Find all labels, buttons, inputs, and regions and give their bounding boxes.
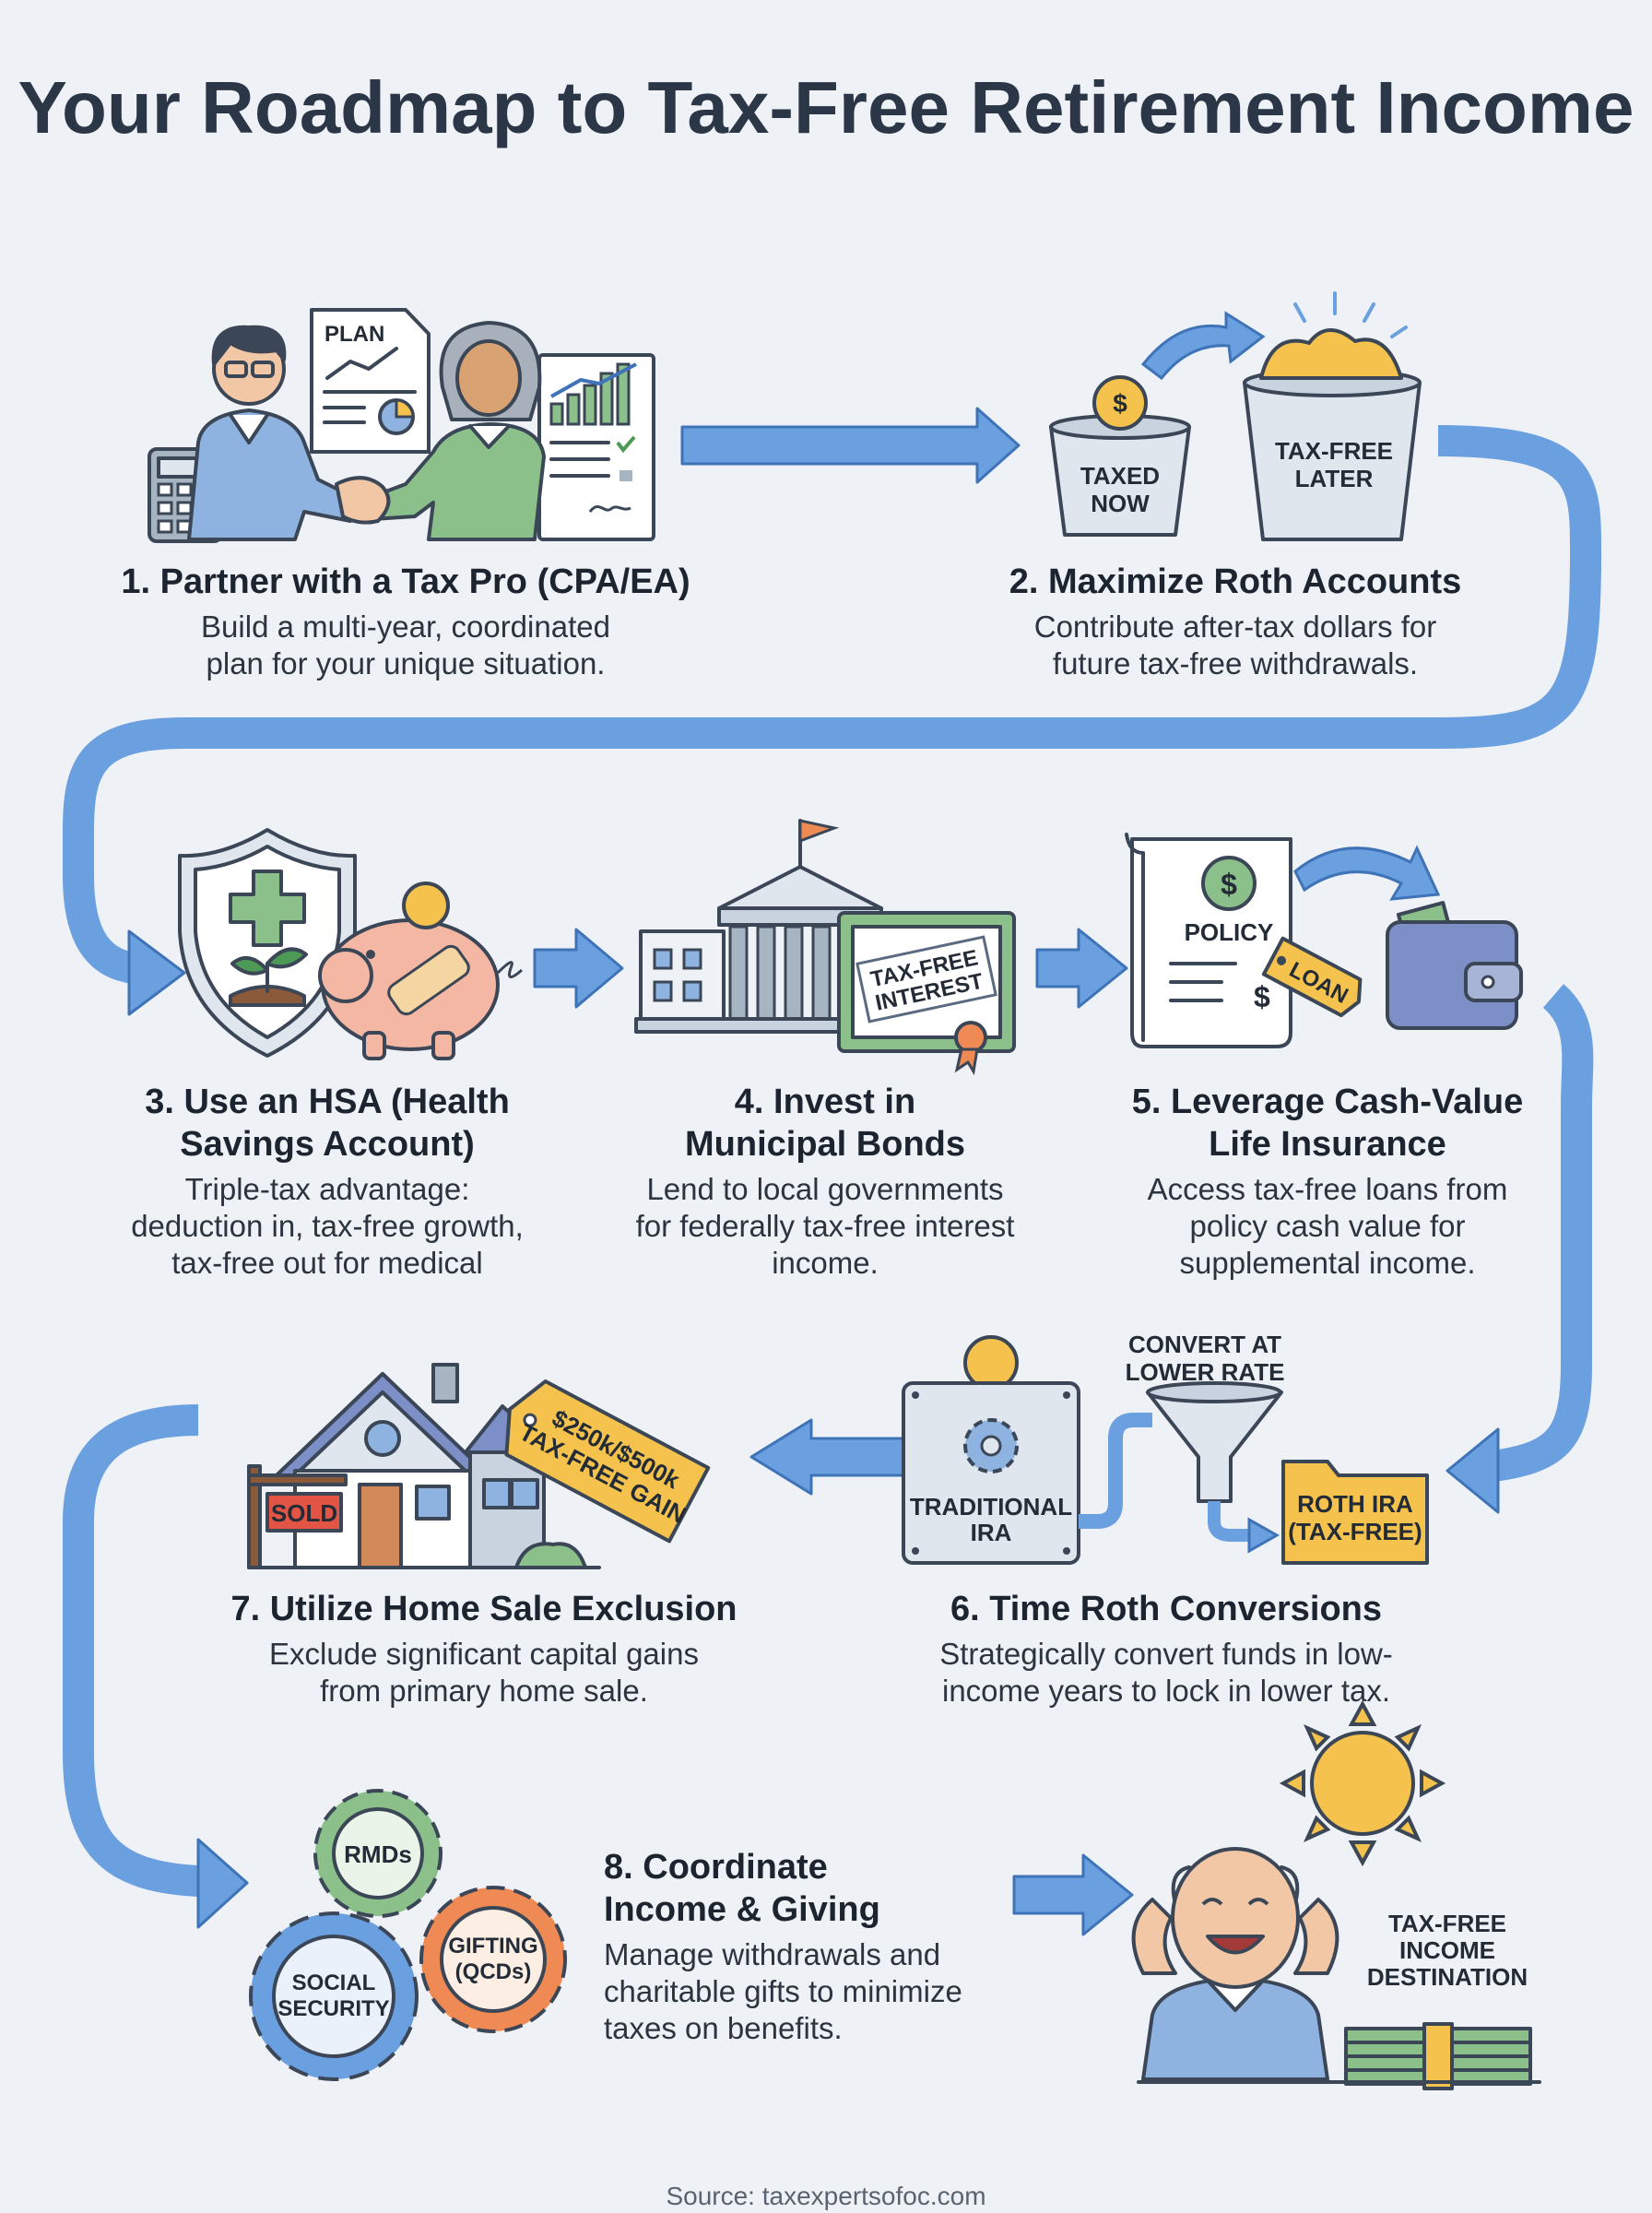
step-7-text: Exclude significant capital gains from p… <box>269 1637 699 1708</box>
piggy-bank-icon <box>318 882 523 1060</box>
arrow-2-to-3-head <box>127 929 186 1016</box>
svg-text:TAXED: TAXED <box>1080 462 1160 490</box>
tax-pro-illustration: PLAN <box>148 308 655 543</box>
tax-free-later-bucket-icon: TAX-FREE LATER <box>1243 291 1422 541</box>
step-3: 3. Use an HSA (Health Savings Account) T… <box>97 1081 558 1282</box>
policy-document-icon: $ POLICY $ <box>1125 833 1292 1048</box>
step-7: 7. Utilize Home Sale Exclusion Exclude s… <box>207 1588 761 1710</box>
arrow-1-to-2 <box>680 407 1021 484</box>
svg-text:IRA: IRA <box>971 1519 1012 1546</box>
coordination-gears-illustration: RMDs GIFTING (QCDs) SOCIAL SECURITY <box>249 1789 567 2081</box>
step-4-text: Lend to local governments for federally … <box>635 1172 1015 1280</box>
step-5-text: Access tax-free loans from policy cash v… <box>1147 1172 1508 1280</box>
svg-text:ROTH IRA: ROTH IRA <box>1297 1490 1413 1518</box>
step-3-text: Triple-tax advantage: deduction in, tax-… <box>131 1172 524 1280</box>
svg-text:(TAX-FREE): (TAX-FREE) <box>1288 1518 1422 1545</box>
step-5-heading: 5. Leverage Cash-Value Life Insurance <box>1131 1083 1524 1164</box>
coin-icon <box>1092 375 1148 431</box>
svg-text:DESTINATION: DESTINATION <box>1367 1963 1528 1991</box>
svg-text:PLAN: PLAN <box>324 322 384 347</box>
svg-text:$: $ <box>1113 389 1127 418</box>
arrow-3-to-4 <box>533 928 624 1009</box>
life-insurance-illustration: $ POLICY $ LOAN <box>1125 833 1523 1048</box>
happy-retiree-icon <box>1131 1847 1339 2081</box>
flow-arrows <box>63 407 1601 1936</box>
step-2-heading: 2. Maximize Roth Accounts <box>1009 562 1462 601</box>
arrow-7-to-8 <box>63 1404 200 1897</box>
svg-text:POLICY: POLICY <box>1185 918 1274 946</box>
medical-cross-icon <box>229 870 306 947</box>
sold-sign-icon: SOLD <box>247 1464 348 1569</box>
step-8-heading: 8. Coordinate Income & Giving <box>604 1848 880 1929</box>
step-1: 1. Partner with a Tax Pro (CPA/EA) Build… <box>88 561 724 682</box>
client-woman-icon <box>367 321 546 541</box>
roth-conversion-illustration: TRADITIONAL IRA ROTH IRA (TAX-FREE) CONV… <box>902 1331 1429 1565</box>
svg-text:LATER: LATER <box>1295 465 1374 492</box>
svg-text:TRADITIONAL: TRADITIONAL <box>910 1493 1072 1521</box>
svg-text:GIFTING: GIFTING <box>448 1934 537 1959</box>
curved-arrow <box>1140 311 1266 381</box>
social-security-gear-icon: SOCIAL SECURITY <box>249 1911 419 2081</box>
svg-text:RMDs: RMDs <box>344 1840 412 1868</box>
coin-icon <box>402 882 450 929</box>
step-8: 8. Coordinate Income & Giving Manage wit… <box>604 1846 1000 2047</box>
arrow-2-to-3 <box>63 425 1601 984</box>
arrow-6-to-7 <box>749 1418 914 1496</box>
sun-icon <box>1279 1699 1446 1867</box>
traditional-ira-box-icon: TRADITIONAL IRA <box>902 1335 1080 1565</box>
arrow-5-to-6-head <box>1446 1427 1500 1514</box>
svg-text:TAX-FREE: TAX-FREE <box>1388 1910 1506 1937</box>
svg-text:SOCIAL: SOCIAL <box>292 1970 376 1995</box>
step-1-text: Build a multi-year, coordinated plan for… <box>201 609 610 680</box>
step-3-heading: 3. Use an HSA (Health Savings Account) <box>145 1083 510 1164</box>
tax-free-interest-certificate-icon: TAX-FREE INTEREST <box>837 911 1016 1076</box>
source-credit: Source: taxexpertsofoc.com <box>666 2182 986 2210</box>
step-8-text: Manage withdrawals and charitable gifts … <box>604 1937 962 2045</box>
arrow-4-to-5 <box>1035 928 1128 1009</box>
roth-buckets-illustration: TAXED NOW $ TAX-FREE LATER <box>1049 291 1422 541</box>
home-sale-illustration: SOLD $250k/$500k TAX-FREE GAIN <box>247 1363 711 1569</box>
municipal-bonds-illustration: TAX-FREE INTEREST <box>634 819 1016 1076</box>
svg-text:(QCDs): (QCDs) <box>455 1959 532 1984</box>
step-2: 2. Maximize Roth Accounts Contribute aft… <box>977 561 1493 682</box>
step-1-heading: 1. Partner with a Tax Pro (CPA/EA) <box>121 562 690 601</box>
page-title: Your Roadmap to Tax-Free Retirement Inco… <box>18 66 1634 148</box>
svg-text:LOWER RATE: LOWER RATE <box>1126 1358 1285 1386</box>
gifting-gear-icon: GIFTING (QCDs) <box>419 1886 567 2033</box>
hsa-illustration <box>178 828 523 1060</box>
arrow-7-to-8-head <box>196 1838 249 1929</box>
step-5: 5. Leverage Cash-Value Life Insurance Ac… <box>1111 1081 1544 1282</box>
svg-text:INCOME: INCOME <box>1399 1936 1495 1964</box>
tax-pro-man-icon <box>187 325 357 541</box>
step-7-heading: 7. Utilize Home Sale Exclusion <box>230 1590 738 1628</box>
destination-illustration: TAX-FREE INCOME DESTINATION <box>1131 1699 1541 2090</box>
arrow-5-to-6 <box>1491 984 1594 1482</box>
step-2-text: Contribute after-tax dollars for future … <box>1033 609 1437 680</box>
step-6-text: Strategically convert funds in low-incom… <box>939 1637 1393 1708</box>
arrow-8-to-destination <box>1012 1853 1134 1936</box>
svg-text:NOW: NOW <box>1091 490 1150 517</box>
svg-text:$: $ <box>1254 980 1270 1013</box>
step-6: 6. Time Roth Conversions Strategically c… <box>880 1588 1452 1710</box>
step-4: 4. Invest in Municipal Bonds Lend to loc… <box>613 1081 1037 1282</box>
wallet-icon <box>1386 901 1523 1030</box>
roth-ira-folder-icon: ROTH IRA (TAX-FREE) <box>1281 1460 1429 1565</box>
funnel-icon <box>1146 1381 1283 1503</box>
svg-text:TAX-FREE: TAX-FREE <box>1275 437 1393 465</box>
svg-text:SECURITY: SECURITY <box>277 1996 389 2021</box>
svg-text:$: $ <box>1221 868 1237 901</box>
step-4-heading: 4. Invest in Municipal Bonds <box>685 1083 965 1164</box>
rmds-gear-icon: RMDs <box>313 1789 442 1918</box>
cash-stack-icon <box>1344 2022 1532 2090</box>
svg-text:SOLD: SOLD <box>271 1499 337 1527</box>
step-6-heading: 6. Time Roth Conversions <box>950 1590 1383 1628</box>
svg-text:CONVERT AT: CONVERT AT <box>1128 1331 1281 1358</box>
taxed-now-bucket-icon: TAXED NOW $ <box>1049 375 1191 537</box>
